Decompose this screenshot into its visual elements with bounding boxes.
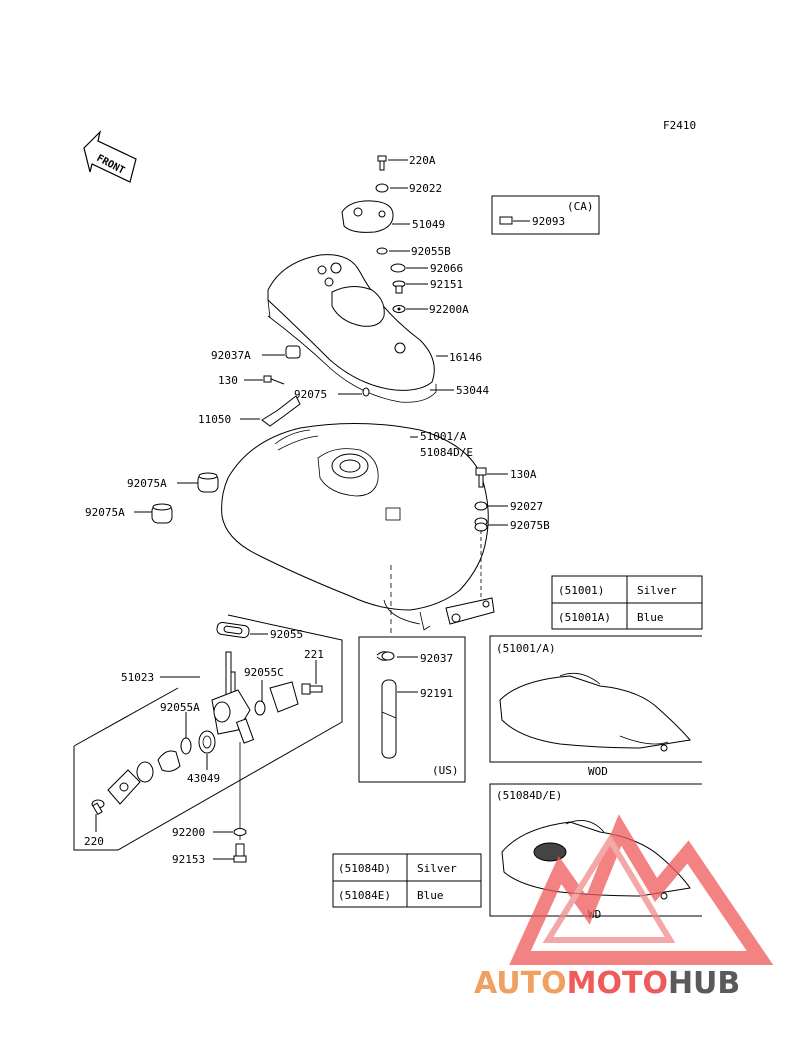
bolt-220A [377,155,387,171]
label-92093: 92093 [532,215,565,228]
label-92022: 92022 [409,182,442,195]
label-92055A: 92055A [160,701,200,714]
washer-92027 [474,501,488,511]
inset-1-title: (51001/A) [496,642,556,655]
watermark-part-moto: MOTO [567,966,668,1001]
inset-51001A: (51001/A) WOD [489,635,702,778]
label-220A: 220A [409,154,436,167]
screw-220 [91,799,105,816]
label-51023: 51023 [121,671,154,684]
label-92055: 92055 [270,628,303,641]
label-43049: 43049 [187,772,220,785]
color-table-2-code-0: (51084D) [338,862,391,875]
cap-92066 [390,263,406,273]
bolt-130A [475,467,487,488]
clip-92037A [285,345,301,359]
screw-92151 [392,280,406,294]
tank-console-16146 [267,254,437,403]
damper-92075 [362,387,370,397]
inset-1-caption: WOD [588,765,608,778]
label-51049: 51049 [412,218,445,231]
color-table-1-color-1: Blue [637,611,664,624]
bolt-92153 [233,843,247,863]
label-92075B: 92075B [510,519,550,532]
tap-gasket [136,761,154,783]
label-92037A: 92037A [211,349,251,362]
label-92066: 92066 [430,262,463,275]
label-130A: 130A [510,468,537,481]
figure-code: F2410 [663,119,696,132]
washer-92022 [375,183,389,193]
damper-92075B [474,517,488,532]
label-92075A-upper: 92075A [127,477,167,490]
bolt-130 [263,375,285,385]
oring-92055B [376,247,388,255]
damper-92075A-upper [197,472,219,493]
label-221: 221 [304,648,324,661]
screw-221 [301,683,323,695]
washer-92200 [233,828,247,836]
cover-51049 [341,200,394,233]
us-label: (US) [432,764,459,777]
color-table-1-code-1: (51001A) [558,611,611,624]
tap-lever [157,750,181,772]
fuel-tap-frame [73,614,343,851]
fuel-tank [221,422,495,631]
label-92200A: 92200A [429,303,469,316]
color-table-51001: (51001) Silver (51001A) Blue [551,575,703,630]
filter-43049 [198,730,216,754]
label-92037: 92037 [420,652,453,665]
us-hose-box: (US) [358,565,466,783]
ca-label: (CA) [567,200,594,213]
label-53044: 53044 [456,384,489,397]
label-92153: 92153 [172,853,205,866]
watermark-text: AUTOMOTOHUB [474,966,740,1001]
bracket-11050 [261,395,301,427]
label-92200: 92200 [172,826,205,839]
color-table-2-color-1: Blue [417,889,444,902]
color-table-51084: (51084D) Silver (51084E) Blue [332,853,482,908]
label-11050: 11050 [198,413,231,426]
label-92191: 92191 [420,687,453,700]
label-92075A-lower: 92075A [85,506,125,519]
label-92151: 92151 [430,278,463,291]
label-92075: 92075 [294,388,327,401]
color-table-2-code-1: (51084E) [338,889,391,902]
gasket-92055 [216,621,250,639]
fuel-tap-body [211,651,255,840]
oring-92055A [180,737,192,755]
label-92055C: 92055C [244,666,284,679]
watermark-part-auto: AUTO [474,966,567,1001]
label-92027: 92027 [510,500,543,513]
label-92055B: 92055B [411,245,451,258]
color-table-1-code-0: (51001) [558,584,604,597]
tap-cover [269,681,299,713]
color-table-2-color-0: Silver [417,862,457,875]
ca-box: (CA) 92093 [491,195,600,235]
color-table-1-color-0: Silver [637,584,677,597]
oring-92055C [254,700,266,716]
inset-2-title: (51084D/E) [496,789,562,802]
label-130: 130 [218,374,238,387]
label-51084DE: 51084D/E [420,446,473,459]
label-51001A: 51001/A [420,430,467,443]
front-arrow-icon: FRONT [83,130,137,183]
watermark-logo [509,814,774,965]
label-16146: 16146 [449,351,482,364]
damper-92075A-lower [151,503,173,524]
label-220: 220 [84,835,104,848]
watermark-part-hub: HUB [668,966,740,1001]
